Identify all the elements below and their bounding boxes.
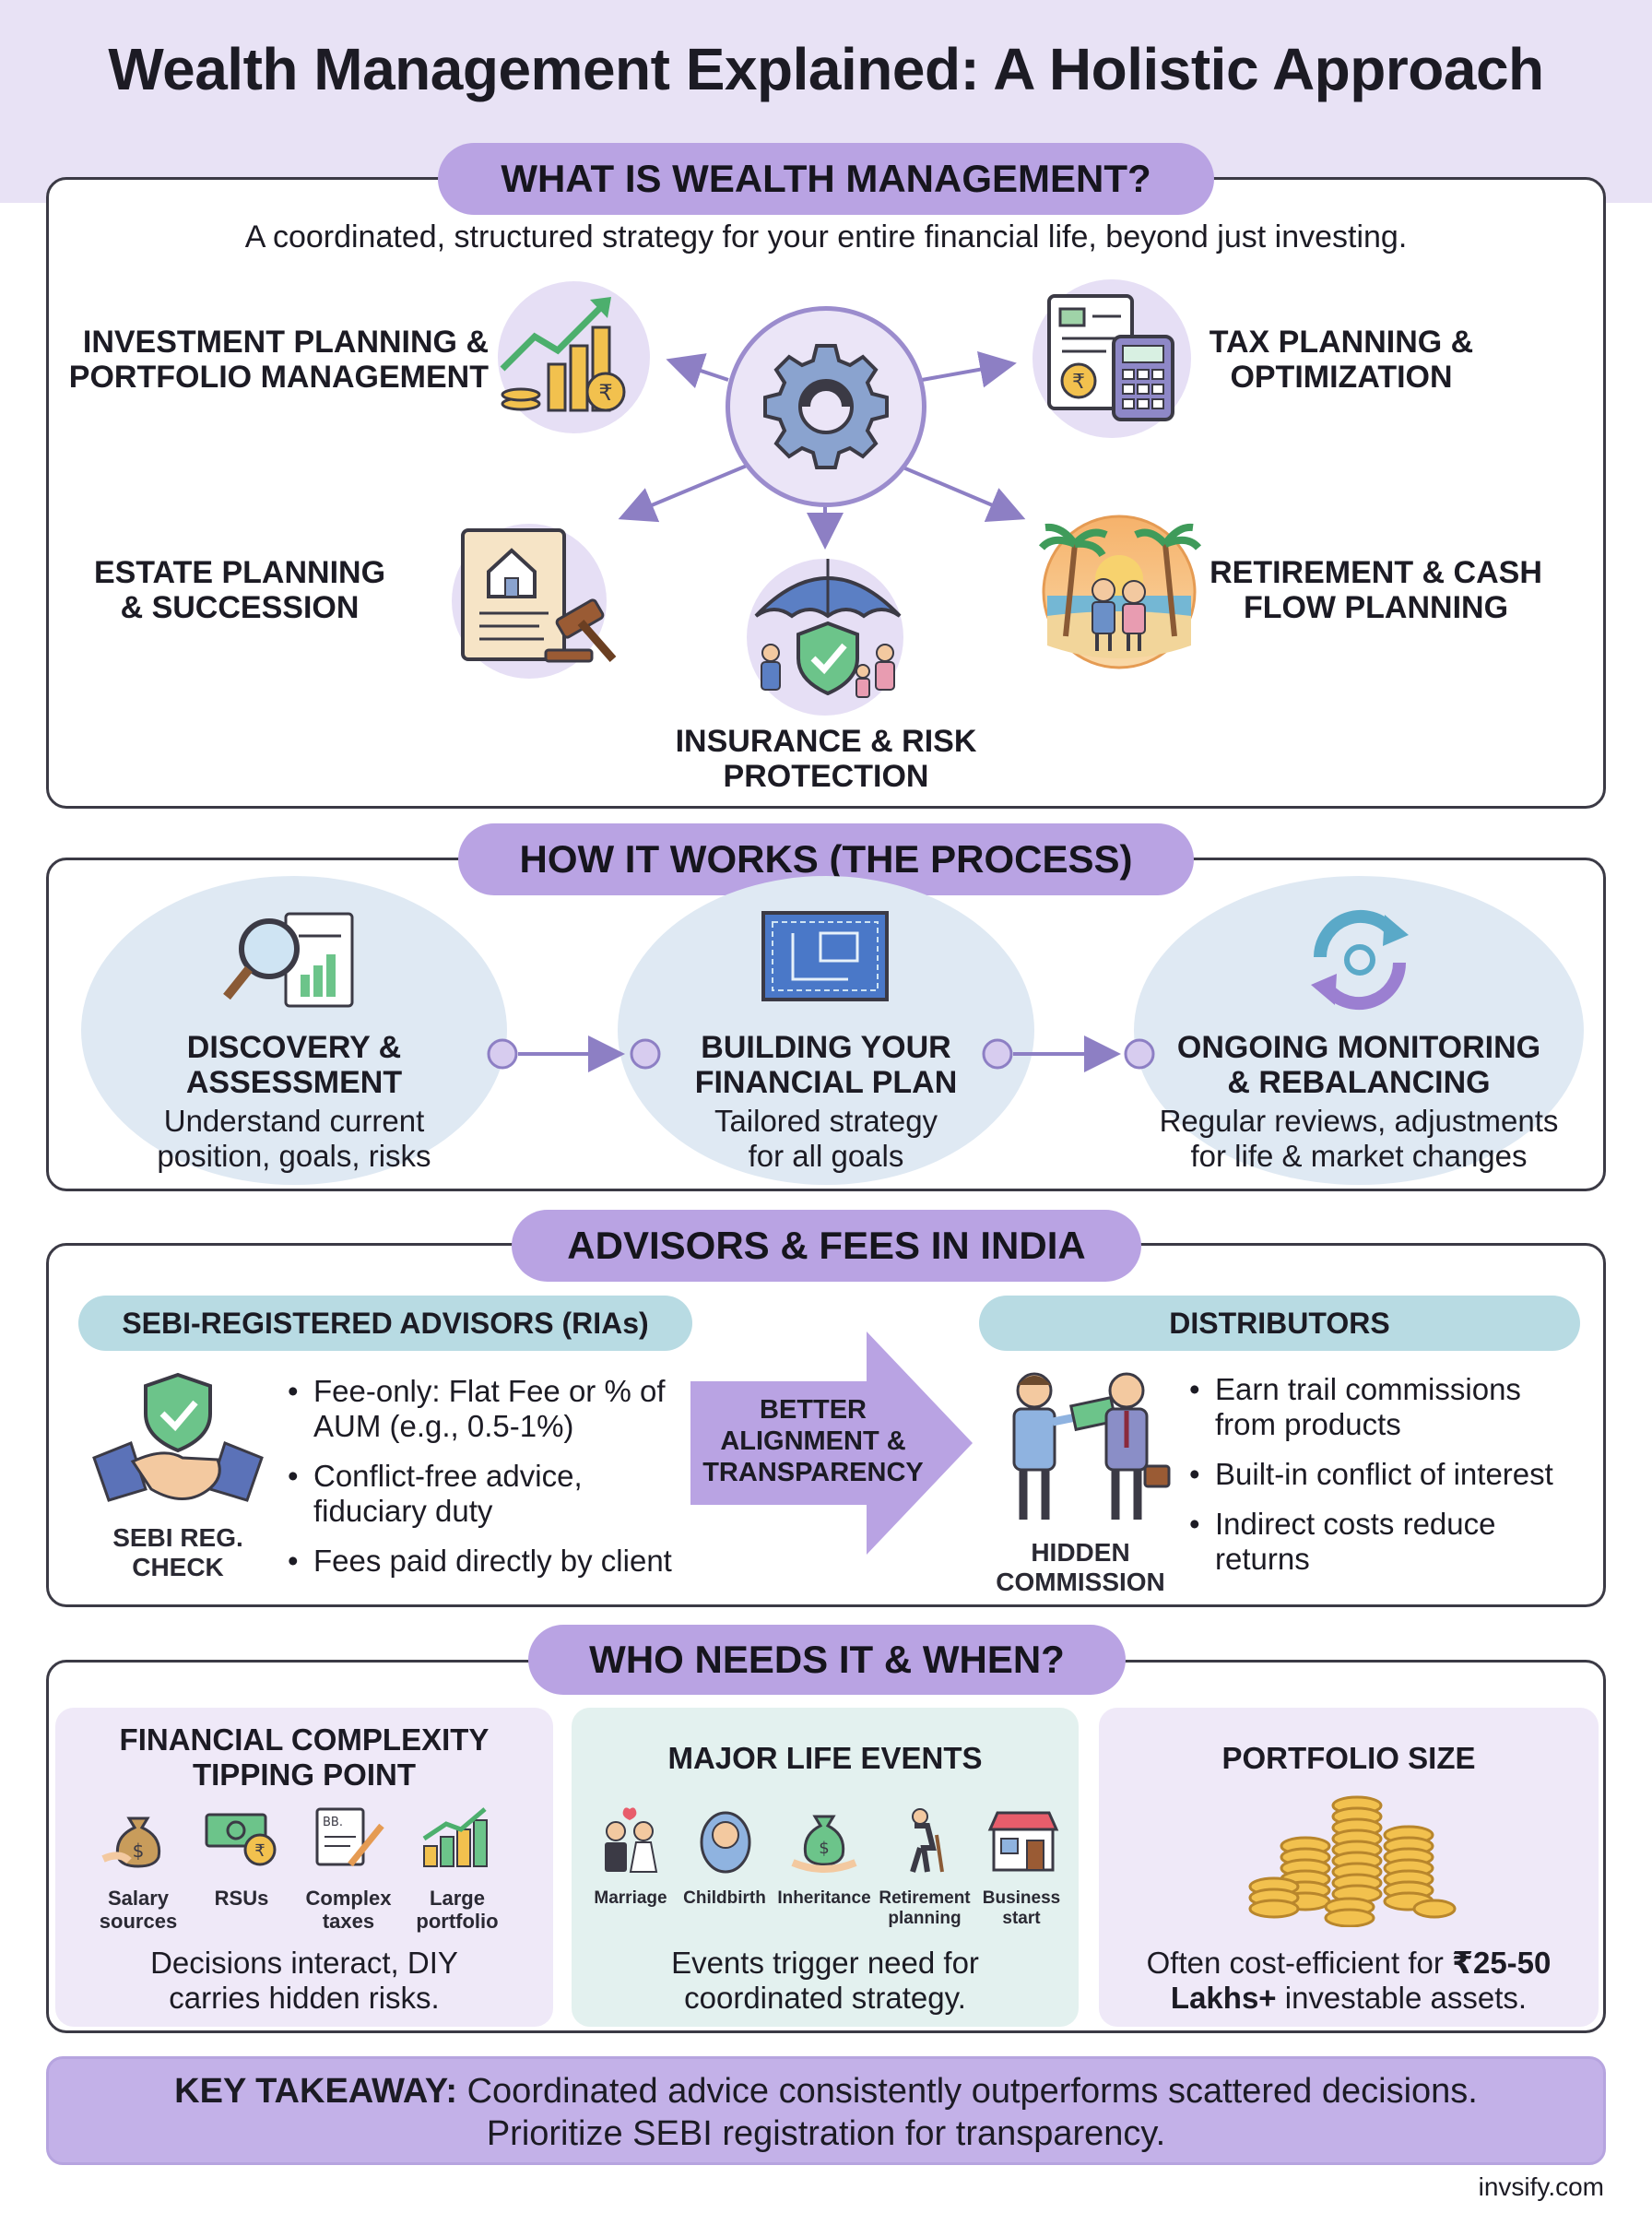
inheritance-money-bag-icon: $: [791, 1815, 857, 1873]
complexity-item-rsus: RSUs: [214, 1887, 269, 1910]
svg-text:₹: ₹: [1072, 371, 1085, 394]
coin-stacks-icon: [1248, 1795, 1457, 1927]
marriage-couple-icon: [605, 1807, 658, 1873]
svg-text:$: $: [133, 1840, 145, 1862]
storefront-icon: [987, 1811, 1059, 1872]
portfolio-title: PORTFOLIO SIZE: [1221, 1741, 1476, 1775]
portfolio-desc: Often cost-efficient for ₹25-50 Lakhs+ i…: [1146, 1946, 1552, 2015]
umbrella-shield-family-icon: [754, 559, 902, 698]
sebi-check-caption: SEBI REG. CHECK: [112, 1523, 243, 1581]
handshake-shield-icon: [92, 1372, 264, 1502]
gear-icon: [763, 344, 889, 469]
complexity-item-salary: Salary sources: [99, 1887, 178, 1933]
hub-arrows: [618, 350, 1026, 550]
event-marriage: Marriage: [594, 1888, 667, 1908]
step-1: DISCOVERY & ASSESSMENT Understand curren…: [157, 1030, 431, 1173]
event-inheritance: Inheritance: [777, 1888, 871, 1908]
tax-document-calculator-icon: ₹: [1047, 294, 1174, 421]
growth-chart-icon: ₹: [500, 297, 626, 412]
tax-form-pen-icon: BB.: [315, 1807, 384, 1867]
brand-footer: invsify.com: [1478, 2172, 1604, 2201]
step-3-bubble: [1134, 876, 1584, 1185]
retirement-walker-icon: [910, 1808, 944, 1873]
growth-bars-icon: [422, 1807, 488, 1867]
alignment-arrow-shape: [690, 1331, 973, 1555]
complexity-desc: Decisions interact, DIY carries hidden r…: [150, 1946, 458, 2015]
svg-text:$: $: [819, 1839, 829, 1858]
events-title: MAJOR LIFE EVENTS: [667, 1741, 983, 1775]
step-3: ONGOING MONITORING & REBALANCING Regular…: [1159, 1030, 1559, 1173]
svg-text:₹: ₹: [598, 380, 612, 406]
ria-label: SEBI-REGISTERED ADVISORS (RIAs): [78, 1296, 692, 1351]
baby-icon: [700, 1811, 751, 1874]
event-retirement: Retirement planning: [879, 1888, 971, 1928]
node-estate: ESTATE PLANNING & SUCCESSION: [93, 555, 386, 625]
process-connectors: [487, 1035, 1155, 1072]
node-insurance: INSURANCE & RISK PROTECTION: [675, 724, 977, 794]
what-subtitle: A coordinated, structured strategy for y…: [244, 219, 1408, 254]
money-bag-icon: $: [101, 1817, 161, 1868]
refresh-cycle-icon: [1311, 909, 1409, 1011]
ria-bullet-paid-by-client: Fees paid directly by client: [288, 1544, 702, 1579]
section-advisors-heading: ADVISORS & FEES IN INDIA: [512, 1210, 1141, 1282]
section-who-heading: WHO NEEDS IT & WHEN?: [528, 1625, 1126, 1695]
distributor-bullet-conflict: Built-in conflict of interest: [1189, 1457, 1599, 1492]
estate-deed-gavel-icon: [461, 528, 617, 663]
cash-coins-icon: ₹: [205, 1813, 277, 1866]
hidden-commission-icon: [1012, 1372, 1171, 1520]
complexity-item-portfolio: Large portfolio: [416, 1887, 499, 1933]
svg-text:₹: ₹: [254, 1841, 265, 1861]
hidden-commission-caption: HIDDEN COMMISSION: [996, 1538, 1165, 1596]
key-takeaway: KEY TAKEAWAY: Coordinated advice consist…: [46, 2056, 1606, 2165]
node-retirement: RETIREMENT & CASH FLOW PLANNING: [1210, 555, 1542, 625]
ria-bullet-conflict-free: Conflict-free advice,fiduciary duty: [288, 1459, 702, 1529]
page-title: Wealth Management Explained: A Holistic …: [108, 36, 1544, 102]
svg-text:BB.: BB.: [323, 1816, 343, 1829]
step-2: BUILDING YOUR FINANCIAL PLAN Tailored st…: [694, 1030, 958, 1173]
magnifier-report-icon: [223, 912, 354, 1008]
key-takeaway-label: KEY TAKEAWAY:: [174, 2072, 458, 2111]
distributors-label: DISTRIBUTORS: [979, 1296, 1580, 1351]
node-investment: INVESTMENT PLANNING & PORTFOLIO MANAGEME…: [68, 325, 489, 395]
node-tax: TAX PLANNING & OPTIMIZATION: [1209, 325, 1474, 395]
events-desc: Events trigger need for coordinated stra…: [671, 1946, 979, 2015]
event-childbirth: Childbirth: [683, 1888, 766, 1908]
retirement-beach-icon: [1038, 515, 1202, 669]
complexity-title: FINANCIAL COMPLEXITY TIPPING POINT: [119, 1722, 490, 1792]
blueprint-plan-icon: [761, 911, 889, 1001]
event-business: Business start: [982, 1888, 1061, 1928]
complexity-item-taxes: Complex taxes: [305, 1887, 392, 1933]
section-what-heading: WHAT IS WEALTH MANAGEMENT?: [438, 143, 1214, 215]
alignment-arrow-text: BETTER ALIGNMENT & TRANSPARENCY: [702, 1395, 924, 1487]
